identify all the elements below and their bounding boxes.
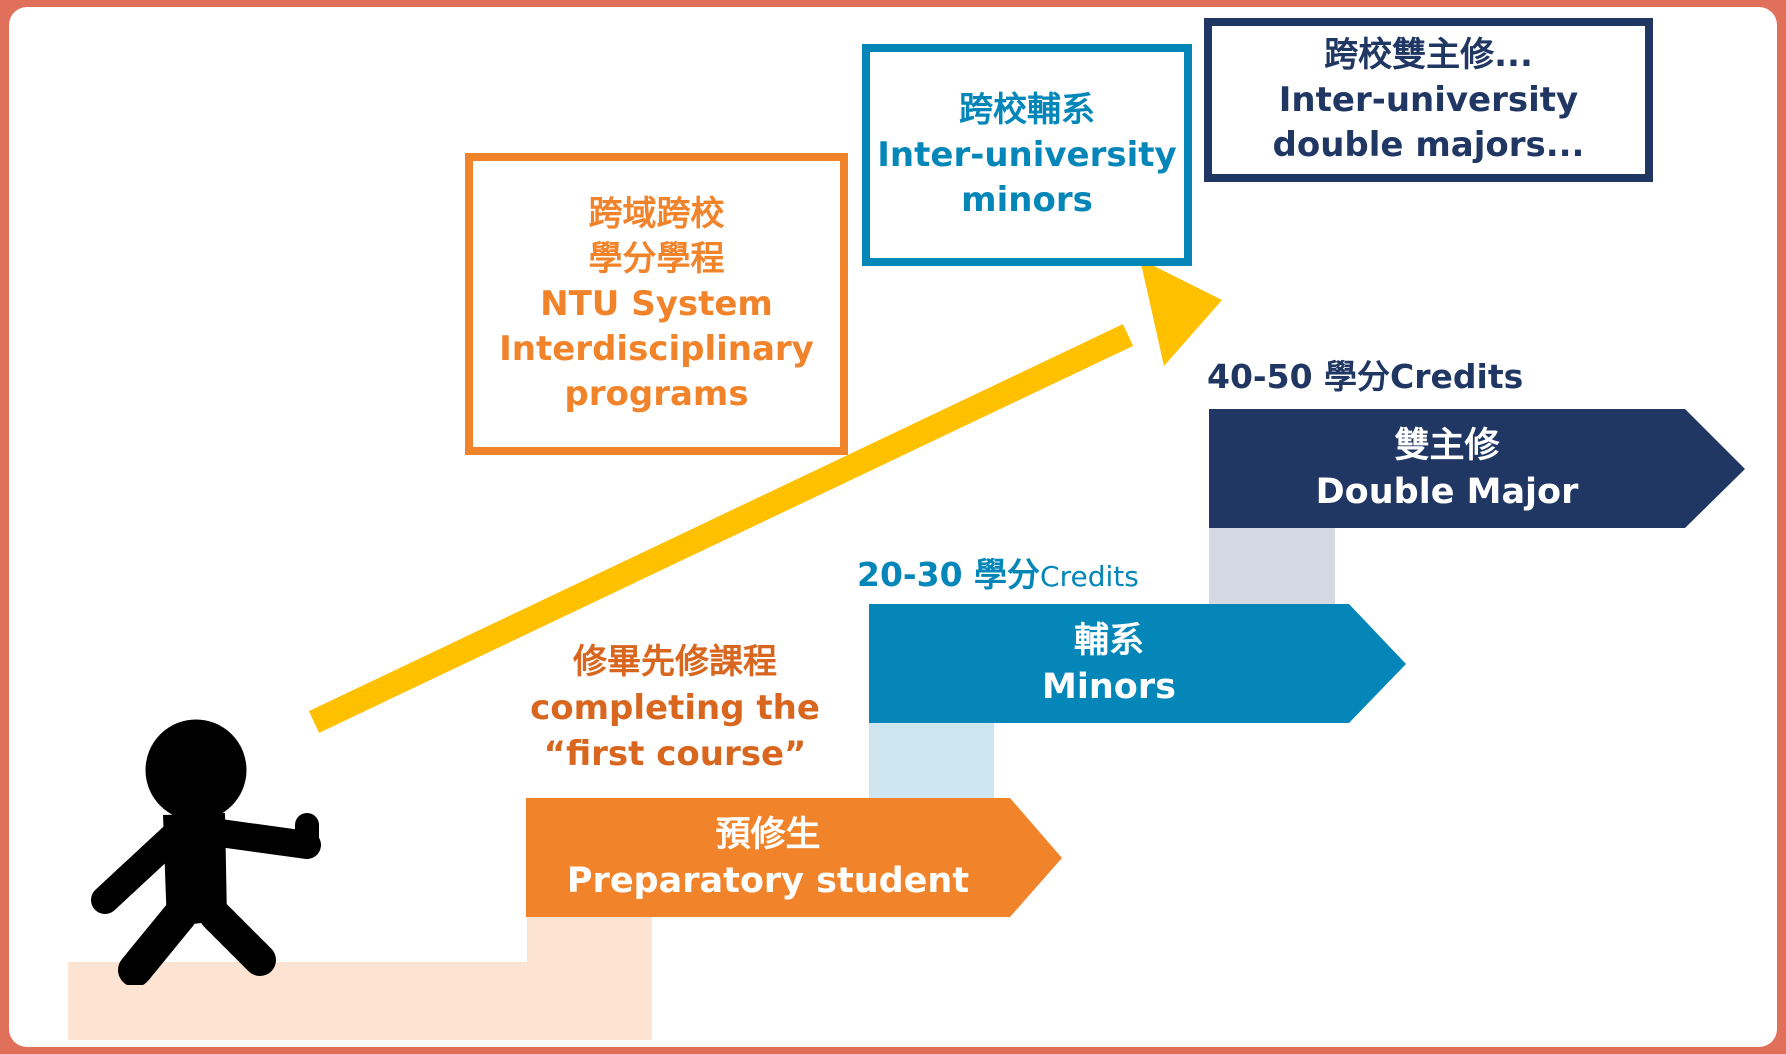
double-major-step-shape xyxy=(1209,409,1745,528)
first-course-line3: “first course” xyxy=(543,734,807,774)
preparatory-step-shape xyxy=(526,798,1062,917)
double-major-en: Double Major xyxy=(1315,471,1579,512)
credits-high-text: 40-50 學分Credits xyxy=(1207,357,1524,396)
preparatory-en: Preparatory student xyxy=(566,860,970,901)
riser-double-major xyxy=(1209,528,1335,604)
step-minors: 輔系 Minors xyxy=(869,604,1349,723)
credits-mid: 20-30 學分Credits xyxy=(857,548,1139,596)
credits-mid-suffix: Credits xyxy=(1040,560,1139,593)
interdisciplinary-line2: 學分學程 xyxy=(588,238,725,279)
first-course-line1: 修畢先修課程 xyxy=(573,642,777,682)
double-major-zh: 雙主修 xyxy=(1394,425,1500,466)
first-course-label: 修畢先修課程 completing the “first course” xyxy=(515,638,835,778)
interdisciplinary-line4: Interdisciplinary xyxy=(499,328,814,369)
interdisciplinary-box: 跨域跨校 學分學程 NTU System Interdisciplinary p… xyxy=(465,153,848,455)
credits-high: 40-50 學分Credits xyxy=(1207,350,1523,398)
interdisciplinary-line3: NTU System xyxy=(540,283,773,324)
inter-double-box: 跨校雙主修... Inter-university double majors.… xyxy=(1204,18,1653,182)
minors-zh: 輔系 xyxy=(1073,620,1144,661)
interdisciplinary-line1: 跨域跨校 xyxy=(588,193,725,234)
inter-minors-box: 跨校輔系 Inter-university minors xyxy=(862,44,1192,266)
arrow-head xyxy=(1140,259,1222,366)
walking-person-icon xyxy=(91,719,321,985)
inter-double-line3: double majors... xyxy=(1272,124,1585,165)
step-preparatory: 預修生 Preparatory student xyxy=(526,798,1010,917)
inter-minors-line2: Inter-university xyxy=(877,134,1177,175)
floor-step xyxy=(68,962,652,1040)
minors-step-shape xyxy=(869,604,1406,723)
inter-minors-line3: minors xyxy=(961,179,1093,220)
interdisciplinary-line5: programs xyxy=(564,373,749,414)
riser-preparatory xyxy=(527,912,652,962)
preparatory-zh: 預修生 xyxy=(715,814,821,855)
first-course-line2: completing the xyxy=(530,688,820,728)
inter-double-line1: 跨校雙主修... xyxy=(1324,34,1533,75)
riser-minors xyxy=(869,722,994,798)
step-double-major: 雙主修 Double Major xyxy=(1209,409,1685,528)
inter-double-line2: Inter-university xyxy=(1278,79,1579,120)
minors-en: Minors xyxy=(1042,666,1176,707)
upward-progress-arrow xyxy=(308,324,1134,733)
credits-mid-text: 20-30 學分 xyxy=(857,555,1041,594)
inter-minors-line1: 跨校輔系 xyxy=(959,89,1095,130)
